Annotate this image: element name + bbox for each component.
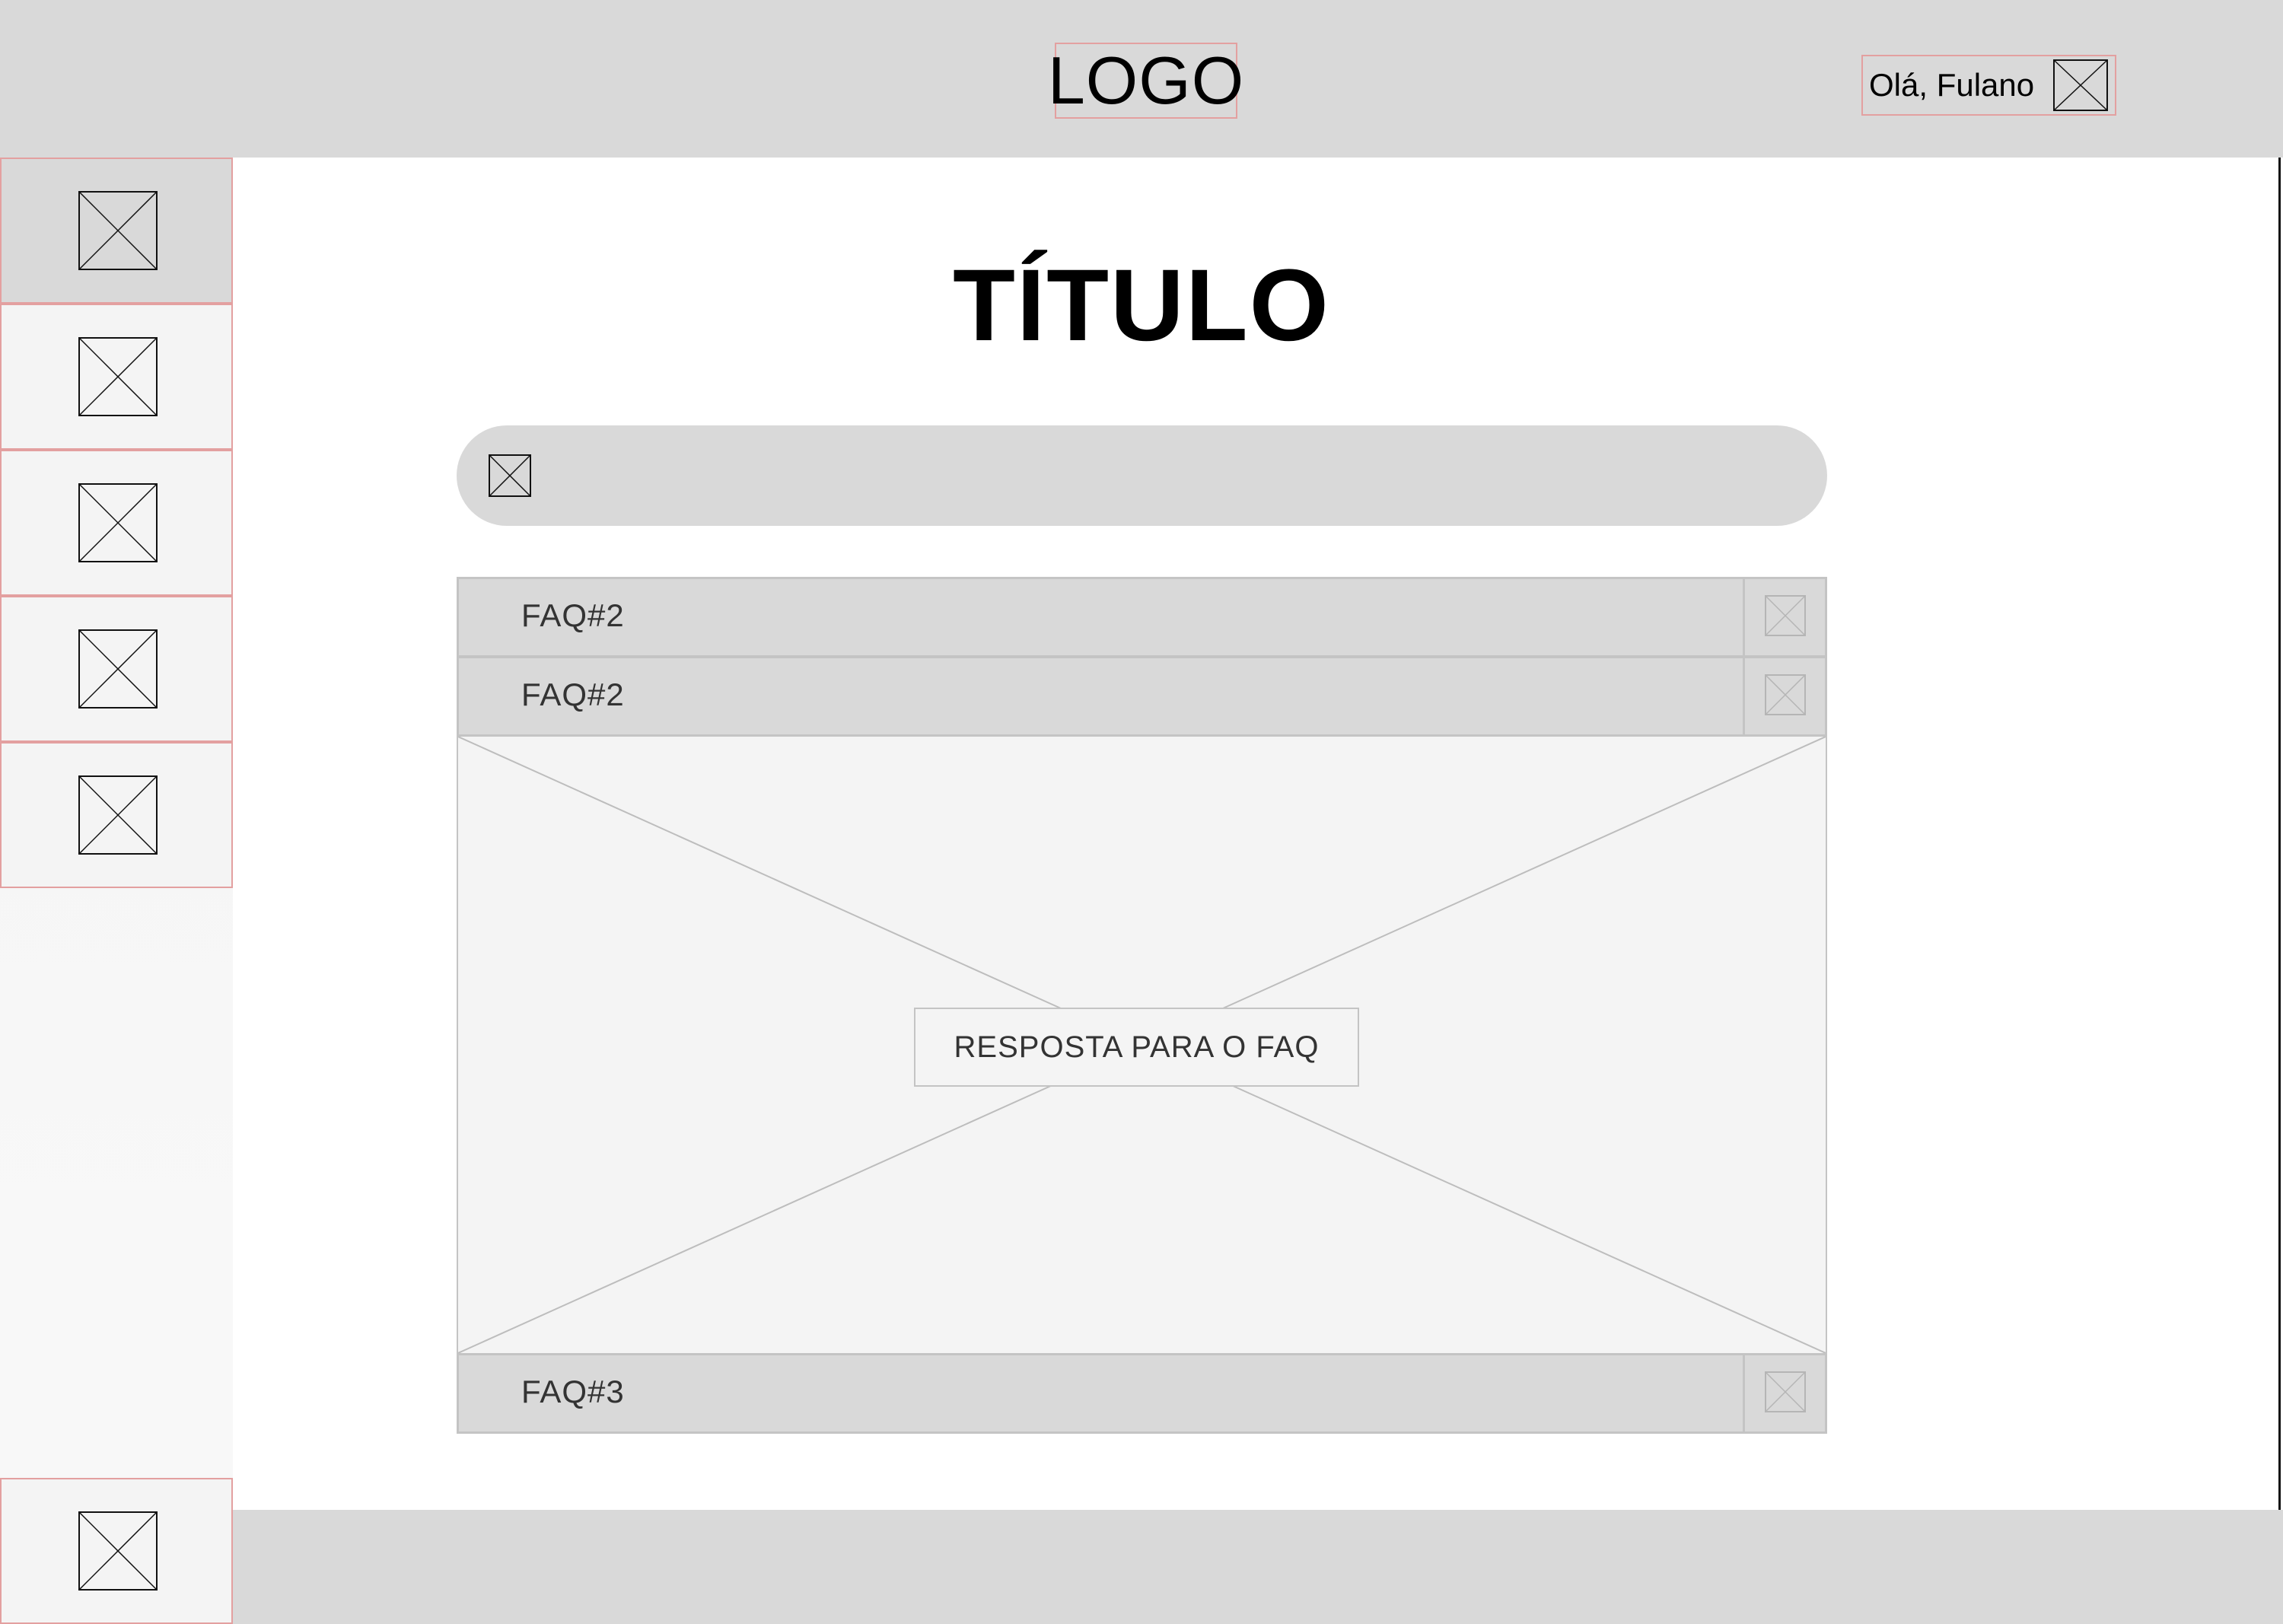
user-menu[interactable]: Olá, Fulano [1861, 55, 2116, 116]
faq-question: FAQ#2 [521, 677, 625, 712]
user-greeting: Olá, Fulano [1869, 67, 2035, 103]
faq-expand-toggle[interactable] [1743, 1353, 1825, 1434]
faq-item-expanded[interactable]: FAQ#2 [457, 656, 1827, 737]
image-placeholder-icon [78, 191, 158, 270]
faq-expand-toggle[interactable] [1743, 577, 1825, 658]
avatar-placeholder-icon[interactable] [2053, 59, 2108, 111]
logo[interactable]: LOGO [1047, 43, 1245, 119]
image-placeholder-icon [78, 337, 158, 416]
search-input[interactable] [548, 425, 1796, 526]
sidebar-item-1[interactable] [0, 158, 233, 304]
sidebar [0, 158, 233, 1624]
faq-item[interactable]: FAQ#2 [457, 577, 1827, 658]
sidebar-item-3[interactable] [0, 450, 233, 596]
faq-question: FAQ#3 [521, 1374, 625, 1409]
image-placeholder-icon [78, 629, 158, 709]
sidebar-item-bottom[interactable] [0, 1478, 233, 1624]
image-placeholder-icon [78, 775, 158, 855]
sidebar-item-4[interactable] [0, 596, 233, 742]
faq-answer-panel: RESPOSTA PARA O FAQ [457, 735, 1827, 1355]
footer-bar [233, 1510, 2283, 1624]
top-header: LOGO Olá, Fulano [0, 0, 2283, 158]
collapse-placeholder-icon [1765, 674, 1806, 715]
expand-placeholder-icon [1765, 595, 1806, 636]
sidebar-item-2[interactable] [0, 304, 233, 450]
search-bar[interactable] [457, 425, 1827, 526]
faq-answer-text: RESPOSTA PARA O FAQ [914, 1008, 1359, 1087]
sidebar-item-5[interactable] [0, 742, 233, 888]
page-title: TÍTULO [953, 249, 1330, 362]
faq-item[interactable]: FAQ#3 [457, 1353, 1827, 1434]
expand-placeholder-icon [1765, 1371, 1806, 1412]
faq-question: FAQ#2 [521, 597, 625, 633]
image-placeholder-icon [78, 483, 158, 562]
faq-collapse-toggle[interactable] [1743, 656, 1825, 737]
search-placeholder-icon[interactable] [489, 454, 531, 497]
content-right-border [2278, 158, 2281, 1510]
image-placeholder-icon [78, 1511, 158, 1591]
